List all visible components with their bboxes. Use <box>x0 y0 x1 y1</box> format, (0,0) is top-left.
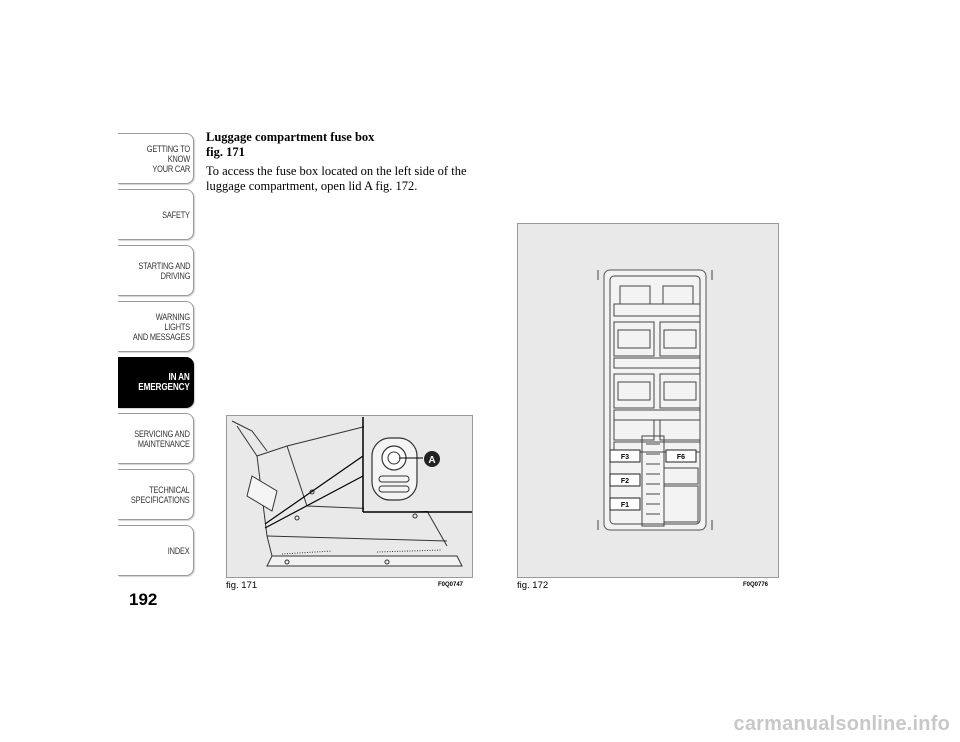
tab-in-an-emergency[interactable]: IN AN EMERGENCY <box>118 357 194 408</box>
tab-label: WARNING LIGHTS AND MESSAGES <box>132 311 190 342</box>
callout-a-marker <box>424 451 440 467</box>
section-content: Luggage compartment fuse box fig. 171 To… <box>206 130 506 194</box>
relay-row-4 <box>613 419 701 453</box>
section-body: To access the fuse box located on the le… <box>206 164 467 193</box>
figure-171-code: F0Q0747 <box>438 582 464 588</box>
section-figure-ref: fig. 171 <box>206 145 245 159</box>
tab-warning-lights[interactable]: WARNING LIGHTS AND MESSAGES <box>118 301 194 352</box>
chapter-sidebar: GETTING TO KNOW YOUR CAR SAFETY STARTING… <box>118 133 194 581</box>
tab-starting-driving[interactable]: STARTING AND DRIVING <box>118 245 194 296</box>
relay-row-1 <box>613 285 701 317</box>
tab-getting-to-know[interactable]: GETTING TO KNOW YOUR CAR <box>118 133 194 184</box>
tab-label: TECHNICAL SPECIFICATIONS <box>131 484 190 505</box>
fuse-box-illustration: F3 F6 F2 F1 <box>597 269 713 531</box>
figure-172: F3 F6 F2 F1 <box>517 223 779 578</box>
tab-index[interactable]: INDEX <box>118 525 194 576</box>
fuse-f2: F2 <box>621 478 629 485</box>
luggage-compartment-illustration: A <box>231 417 472 567</box>
relay-row-3 <box>613 373 701 421</box>
section-heading: Luggage compartment fuse box <box>206 130 375 144</box>
tab-label: GETTING TO KNOW YOUR CAR <box>146 143 190 174</box>
callout-a-label: A <box>428 455 435 466</box>
tab-technical[interactable]: TECHNICAL SPECIFICATIONS <box>118 469 194 520</box>
figure-171-label: fig. 171 <box>226 580 258 591</box>
figure-172-code: F0Q0776 <box>743 582 769 588</box>
fuse-f1: F1 <box>621 502 629 509</box>
tab-label: SERVICING AND MAINTENANCE <box>134 428 190 449</box>
tab-servicing[interactable]: SERVICING AND MAINTENANCE <box>118 413 194 464</box>
fuse-labels: F3 F6 F2 F1 <box>609 449 697 511</box>
fuse-f3: F3 <box>621 454 629 461</box>
fuse-f6: F6 <box>677 454 685 461</box>
tab-safety[interactable]: SAFETY <box>118 189 194 240</box>
tab-label: IN AN EMERGENCY <box>138 371 191 393</box>
page-number: 192 <box>129 590 158 609</box>
tab-label: INDEX <box>168 545 190 556</box>
tab-label: SAFETY <box>162 209 190 220</box>
watermark: carmanualsonline.info <box>733 713 950 735</box>
figure-171: A <box>226 415 473 578</box>
figure-172-label: fig. 172 <box>517 580 549 591</box>
tab-label: STARTING AND DRIVING <box>138 260 190 281</box>
relay-row-2 <box>613 321 701 369</box>
